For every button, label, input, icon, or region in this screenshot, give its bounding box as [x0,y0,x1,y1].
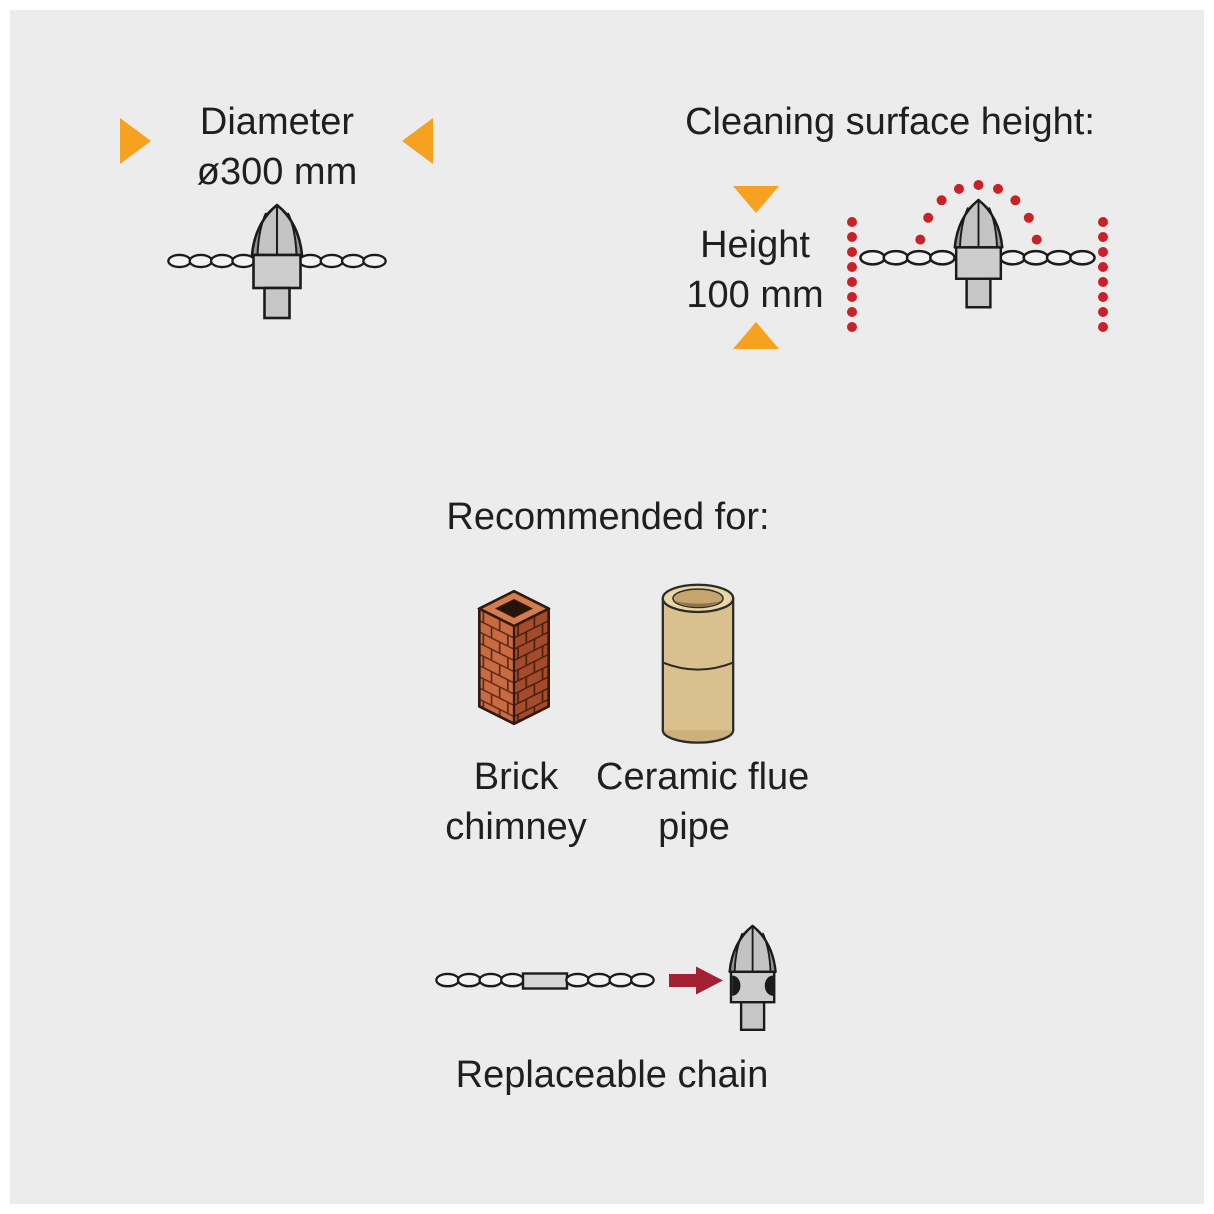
ceramic-flue-pipe-icon [661,583,735,744]
red-arrow-right-icon [669,966,723,995]
diameter-label-line1: Diameter [199,101,355,143]
chain-whisk-tool-icon [167,203,387,320]
brick-chimney-label-line2: chimney [445,806,587,848]
tool-head-icon [730,926,776,1030]
chain-icon [167,253,256,269]
tool-head-icon [250,203,304,320]
tool-head-icon [953,198,1004,309]
chain-icon [565,972,655,988]
height-label: Height 100 mm [650,220,860,320]
cleaning-height-title: Cleaning surface height: [620,97,1160,147]
orange-arrow-right-icon [120,118,151,164]
chain-icon [435,972,525,988]
height-label-line2: 100 mm [686,274,824,316]
red-dotted-line-right [1098,217,1108,332]
replaceable-chain-label-text: Replaceable chain [455,1054,769,1096]
replaceable-chain-label: Replaceable chain [412,1050,812,1100]
chain-icon [298,253,387,269]
red-dotted-arc [915,180,1042,245]
ceramic-pipe-label-line2: pipe [658,806,730,848]
replaceable-chain-icon [435,920,782,1040]
brick-chimney-icon [477,589,551,726]
brick-chimney-label-line1: Brick [473,756,559,798]
ceramic-pipe-label: Ceramic flue pipe [596,752,810,852]
cleaning-surface-tool-icon [847,180,1108,332]
orange-arrow-down-icon [733,186,779,213]
orange-arrow-left-icon [402,118,433,164]
chain-icon [859,249,956,266]
red-dotted-line-left [847,217,857,332]
height-label-line1: Height [700,224,810,266]
brick-chimney-label: Brick chimney [432,752,600,852]
chain-icon [999,249,1096,266]
diameter-label-line2: ø300 mm [196,151,358,193]
cleaning-height-title-text: Cleaning surface height: [685,101,1095,143]
chain-connector-sleeve [521,972,569,990]
ceramic-pipe-label-line1: Ceramic flue [596,756,810,798]
diameter-label: Diameter ø300 mm [112,97,442,197]
recommended-title-text: Recommended for: [446,496,770,538]
recommended-title: Recommended for: [358,492,858,542]
orange-arrow-up-icon [733,322,779,349]
infographic-background [10,10,1204,1204]
